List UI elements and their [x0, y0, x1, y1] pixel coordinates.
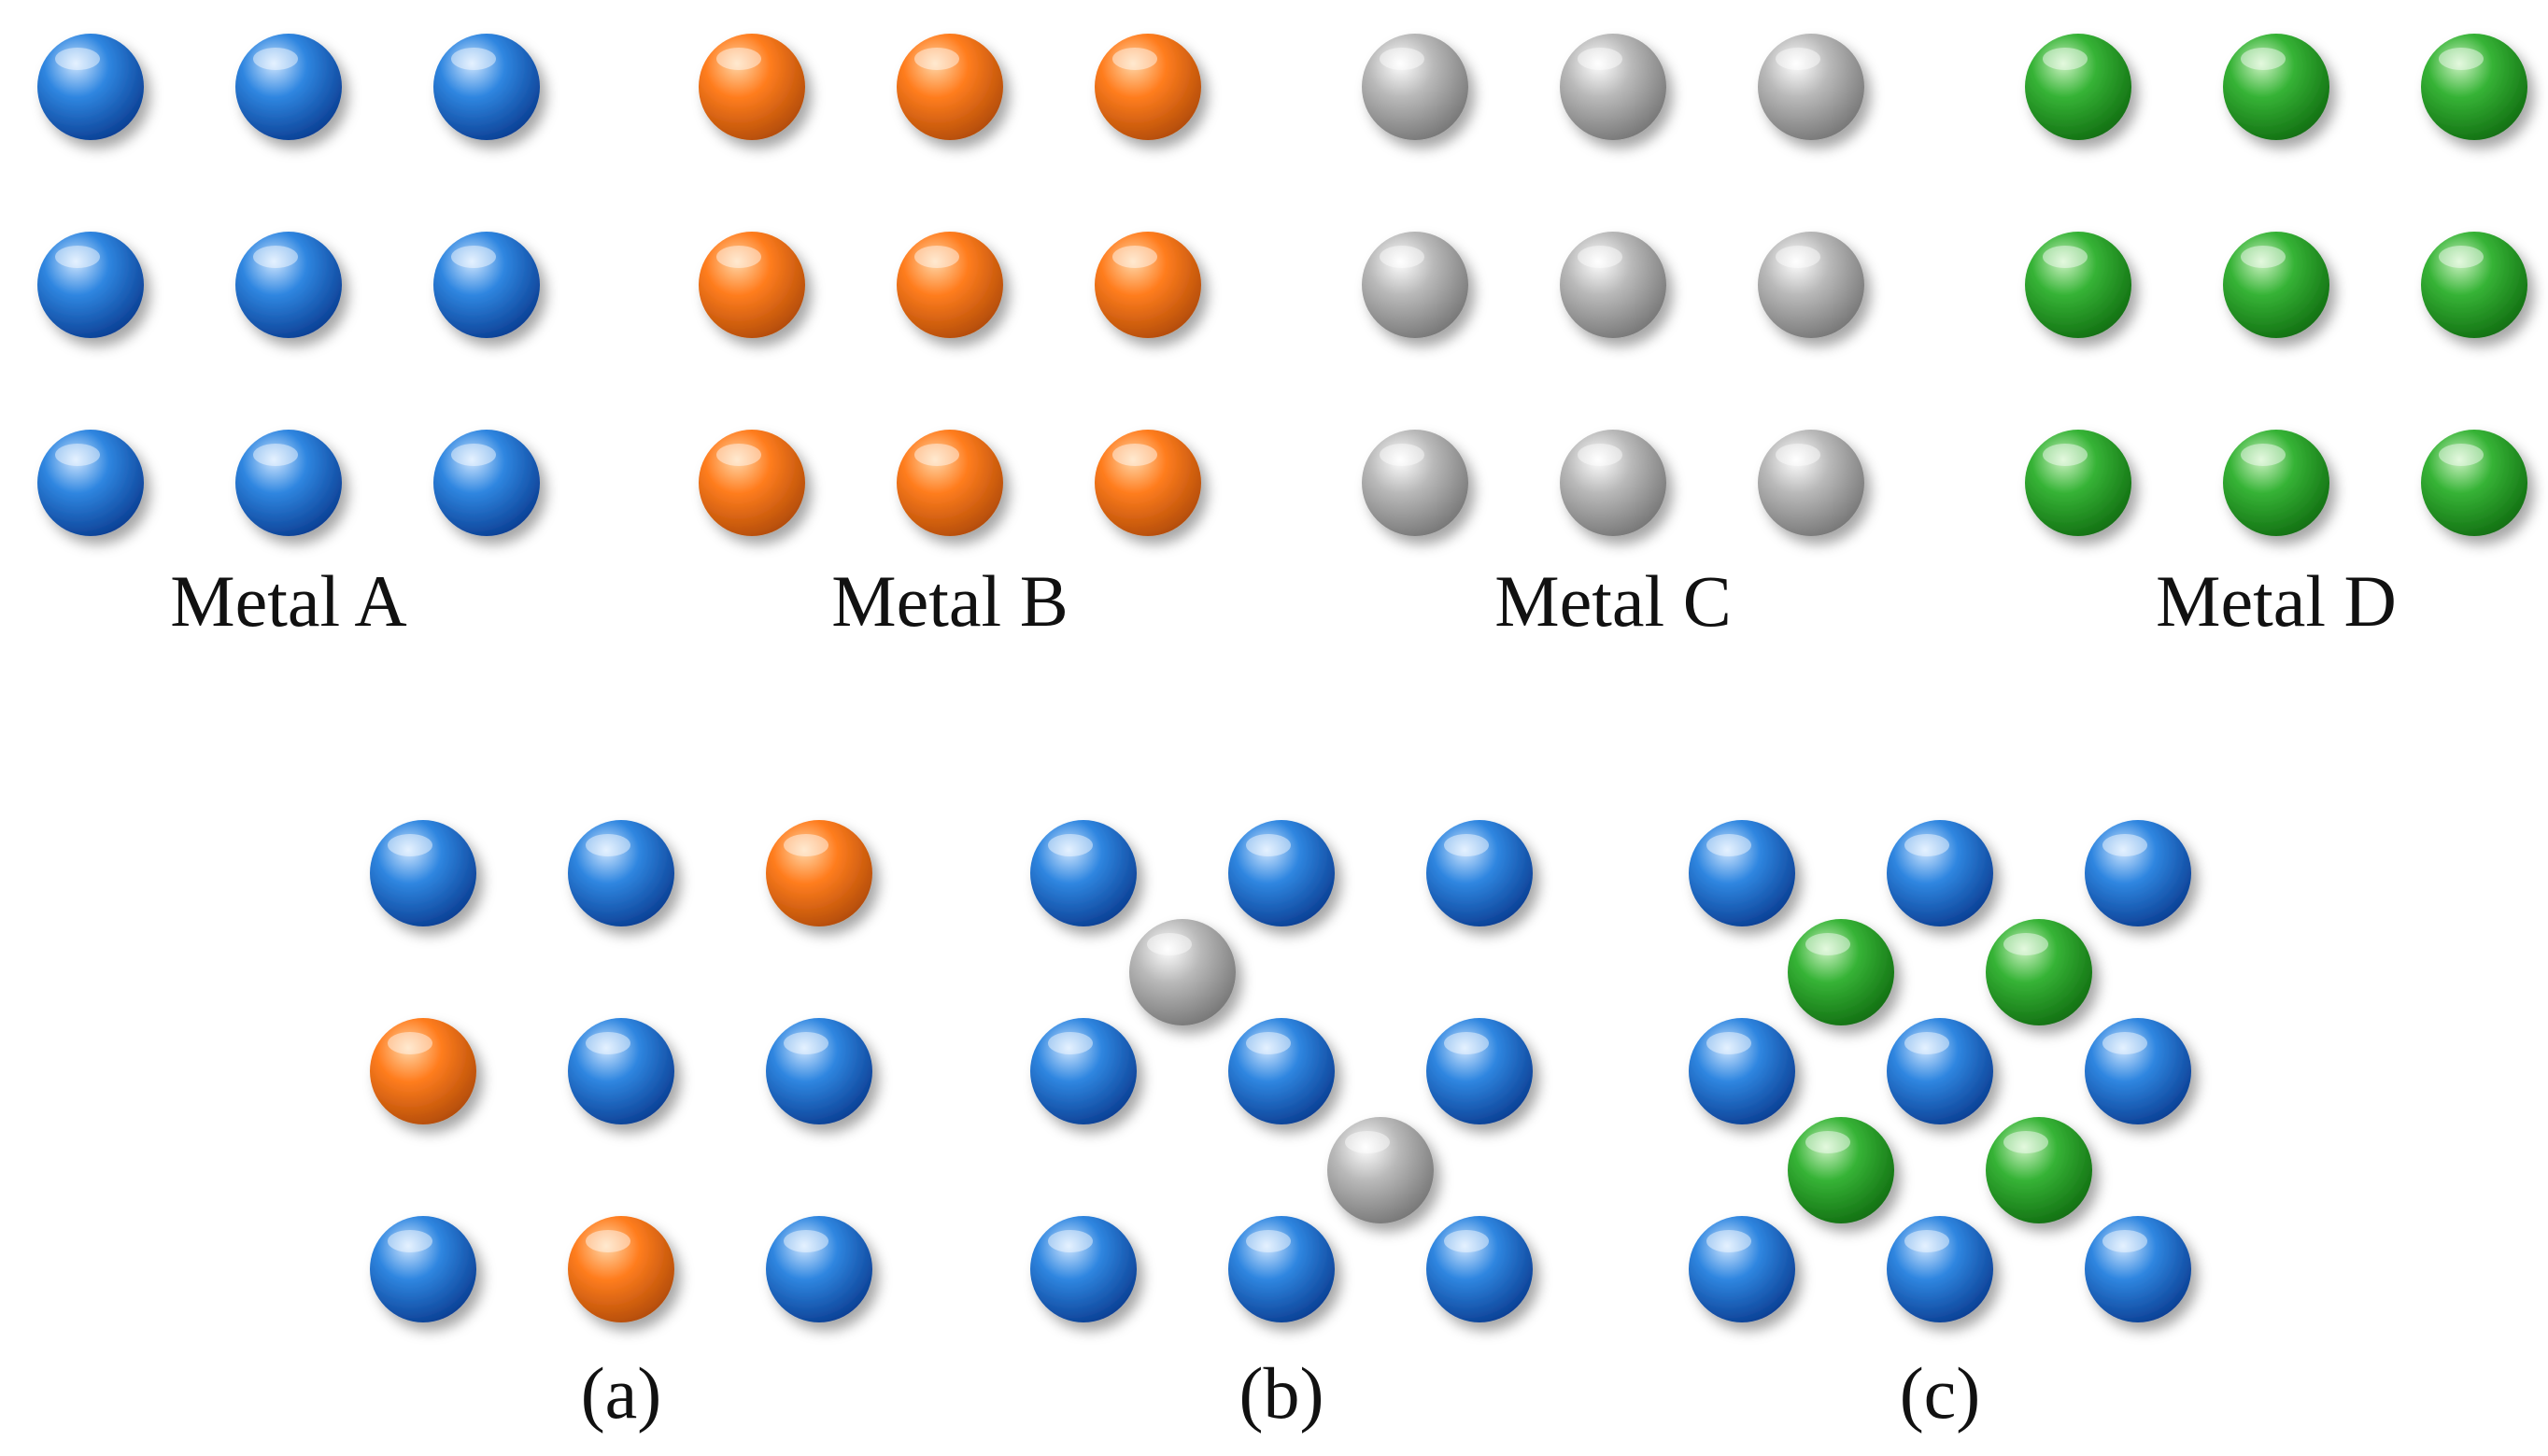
metal-a-label: Metal A [170, 560, 406, 642]
metal-c-label: Metal C [1494, 560, 1731, 642]
structure-a-host-atom [568, 820, 674, 926]
metal-d-atom [2223, 430, 2329, 536]
metal-a-atom [37, 232, 144, 338]
metal-a-atom [433, 232, 540, 338]
metal-a-atom [235, 34, 342, 140]
metal-a-atom [235, 430, 342, 536]
metal-c-atom [1560, 34, 1666, 140]
metal-c-atom [1758, 232, 1864, 338]
metal-b-atom [897, 430, 1003, 536]
structure-a-host-atom [370, 1018, 476, 1124]
metal-c-atom [1362, 34, 1468, 140]
metal-a-atom [433, 430, 540, 536]
structure-c-host-atom [1689, 820, 1795, 926]
metal-c-atom [1758, 430, 1864, 536]
metal-c-atom [1362, 232, 1468, 338]
structure-b-host-atom [1030, 820, 1137, 926]
metal-c-atom [1560, 232, 1666, 338]
structure-a-host-atom [766, 1216, 872, 1322]
structure-b-host-atom [1030, 1216, 1137, 1322]
structure-a-host-atom [766, 820, 872, 926]
structure-c-host-atom [1887, 820, 1993, 926]
structure-c-host-atom [2085, 820, 2191, 926]
structure-b-label: (b) [1239, 1352, 1324, 1434]
metal-d-atom [2025, 430, 2131, 536]
metal-a-atom [37, 430, 144, 536]
metal-a-atom [433, 34, 540, 140]
metal-b-atom [699, 34, 805, 140]
structure-c-interstitial-atom [1788, 1117, 1894, 1223]
metal-b-atom [1095, 430, 1201, 536]
structure-a-label: (a) [581, 1352, 662, 1434]
structure-b-interstitial-atom [1327, 1117, 1434, 1223]
structure-c-host-atom [1689, 1018, 1795, 1124]
metal-b-atom [699, 430, 805, 536]
structure-a-host-atom [766, 1018, 872, 1124]
structure-c-interstitial-atom [1986, 1117, 2092, 1223]
structure-c-host-atom [1887, 1216, 1993, 1322]
structure-a-host-atom [568, 1216, 674, 1322]
structure-b-interstitial-atom [1129, 919, 1236, 1025]
metal-b-atom [699, 232, 805, 338]
structure-c-host-atom [2085, 1018, 2191, 1124]
structure-c-host-atom [2085, 1216, 2191, 1322]
metal-d-label: Metal D [2156, 560, 2397, 642]
metal-d-panel: Metal D [2025, 34, 2527, 642]
metal-d-atom [2421, 34, 2527, 140]
structure-b-host-atom [1228, 1216, 1335, 1322]
metal-b-panel: Metal B [699, 34, 1201, 642]
pure-metal-panels: Metal A Metal B Metal C Metal D [37, 34, 2527, 642]
structure-a-host-atom [370, 1216, 476, 1322]
metal-a-panel: Metal A [37, 34, 540, 642]
structure-b-host-atom [1426, 820, 1533, 926]
metal-a-atom [235, 232, 342, 338]
structure-b-host-atom [1426, 1018, 1533, 1124]
structure-c-panel: (c) [1689, 820, 2191, 1434]
metal-d-atom [2025, 34, 2131, 140]
metal-c-atom [1758, 34, 1864, 140]
metal-c-atom [1362, 430, 1468, 536]
metal-b-atom [1095, 232, 1201, 338]
alloy-structure-panels: (a) (b) (c) [370, 820, 2191, 1434]
metal-d-atom [2421, 232, 2527, 338]
structure-c-host-atom [1887, 1018, 1993, 1124]
metal-d-atom [2223, 232, 2329, 338]
structure-b-host-atom [1228, 820, 1335, 926]
structure-c-host-atom [1689, 1216, 1795, 1322]
metal-d-atom [2025, 232, 2131, 338]
metal-d-atom [2421, 430, 2527, 536]
structure-b-host-atom [1228, 1018, 1335, 1124]
metal-b-atom [1095, 34, 1201, 140]
structure-c-label: (c) [1900, 1352, 1981, 1434]
metal-a-atom [37, 34, 144, 140]
structure-c-interstitial-atom [1788, 919, 1894, 1025]
metal-d-atom [2223, 34, 2329, 140]
metal-b-atom [897, 34, 1003, 140]
structure-b-panel: (b) [1030, 820, 1533, 1434]
metal-c-panel: Metal C [1362, 34, 1864, 642]
structure-a-host-atom [370, 820, 476, 926]
metal-b-atom [897, 232, 1003, 338]
metal-c-atom [1560, 430, 1666, 536]
structure-b-host-atom [1426, 1216, 1533, 1322]
structure-a-host-atom [568, 1018, 674, 1124]
structure-b-host-atom [1030, 1018, 1137, 1124]
structure-c-interstitial-atom [1986, 919, 2092, 1025]
metal-b-label: Metal B [831, 560, 1068, 642]
structure-a-panel: (a) [370, 820, 872, 1434]
